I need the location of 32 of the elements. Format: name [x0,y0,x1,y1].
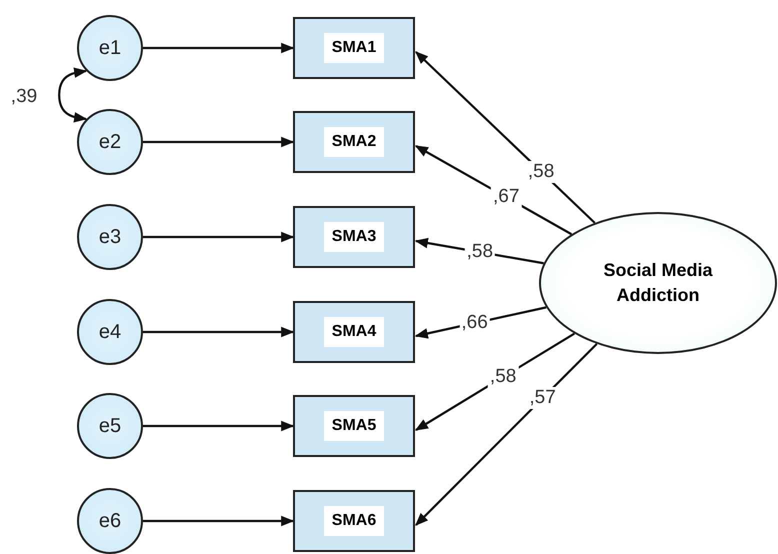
arrow [415,51,596,224]
node-label: e6 [98,510,122,532]
arrow [143,232,294,242]
edge-label: ,57 [527,387,558,410]
node-label: SMA3 [324,222,384,252]
observed-variable-box [293,301,415,363]
node-label: e5 [98,414,122,438]
arrow [143,42,294,54]
node-label: SMA2 [324,127,384,157]
node-label: Social Media Addiction [602,258,714,307]
observed-variable-box [293,111,415,173]
arrow [415,343,598,526]
node-label: SMA5 [324,411,384,441]
node-label: e3 [98,226,122,248]
arrow [143,516,294,526]
node-label: SMA6 [324,506,384,536]
arrow [143,420,294,432]
arrow [143,136,294,148]
arrow [58,67,88,123]
observed-variable-box [293,490,415,552]
node-label: e4 [98,320,122,344]
observed-variable-box [293,395,415,457]
edge-label: ,58 [488,366,518,388]
edge-label: ,58 [526,160,556,183]
node-label: SMA4 [324,317,384,347]
node-label: e1 [98,36,122,60]
node-label: SMA1 [324,33,384,63]
observed-variable-box [293,17,415,79]
observed-variable-box [293,206,415,268]
edge-label: ,67 [490,186,522,208]
arrow [143,326,294,338]
node-label: e2 [98,130,122,154]
